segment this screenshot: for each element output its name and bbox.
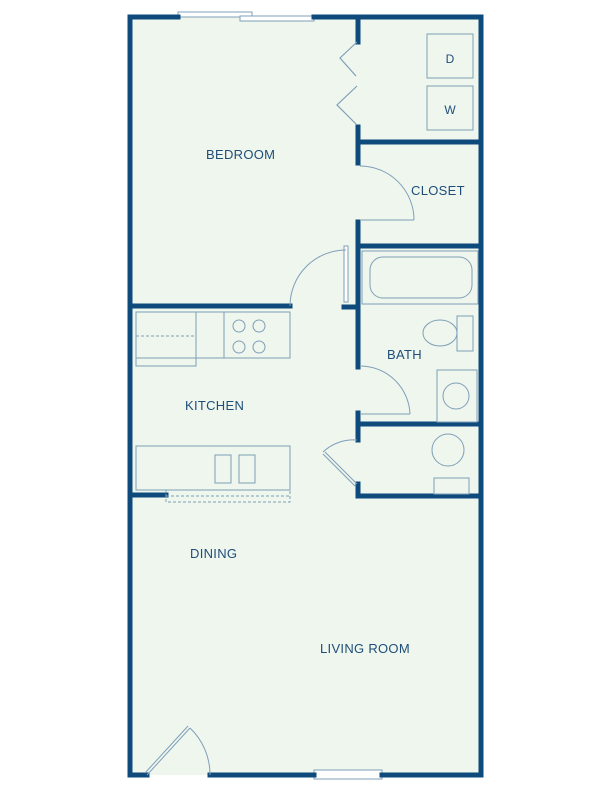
entry-door bbox=[144, 725, 211, 776]
bifold-door bbox=[336, 41, 358, 125]
dryer-label: D bbox=[445, 52, 455, 66]
bedroom-door bbox=[289, 245, 349, 307]
window-bottom bbox=[313, 769, 383, 780]
breakfast-bar bbox=[165, 489, 291, 503]
floor-area bbox=[130, 17, 481, 775]
room-label-closet: CLOSET bbox=[411, 183, 465, 198]
bathtub bbox=[361, 250, 479, 305]
room-label-dining: DINING bbox=[190, 546, 238, 561]
bath-door bbox=[359, 365, 411, 415]
room-label-kitchen: KITCHEN bbox=[185, 398, 245, 413]
utility-door bbox=[322, 439, 358, 487]
dryer-appliance bbox=[426, 33, 474, 79]
window-top-right bbox=[239, 15, 315, 22]
washer-label: W bbox=[444, 103, 456, 117]
closet-door bbox=[359, 165, 415, 221]
toilet bbox=[422, 315, 474, 352]
interior-walls bbox=[127, 14, 484, 499]
room-label-bedroom: BEDROOM bbox=[206, 147, 276, 162]
bath-sink bbox=[436, 369, 478, 423]
room-label-bath: BATH bbox=[387, 347, 422, 362]
washer-appliance bbox=[426, 85, 474, 131]
stove bbox=[223, 311, 291, 359]
water-heater bbox=[431, 433, 470, 495]
room-label-living-room: LIVING ROOM bbox=[320, 641, 410, 656]
